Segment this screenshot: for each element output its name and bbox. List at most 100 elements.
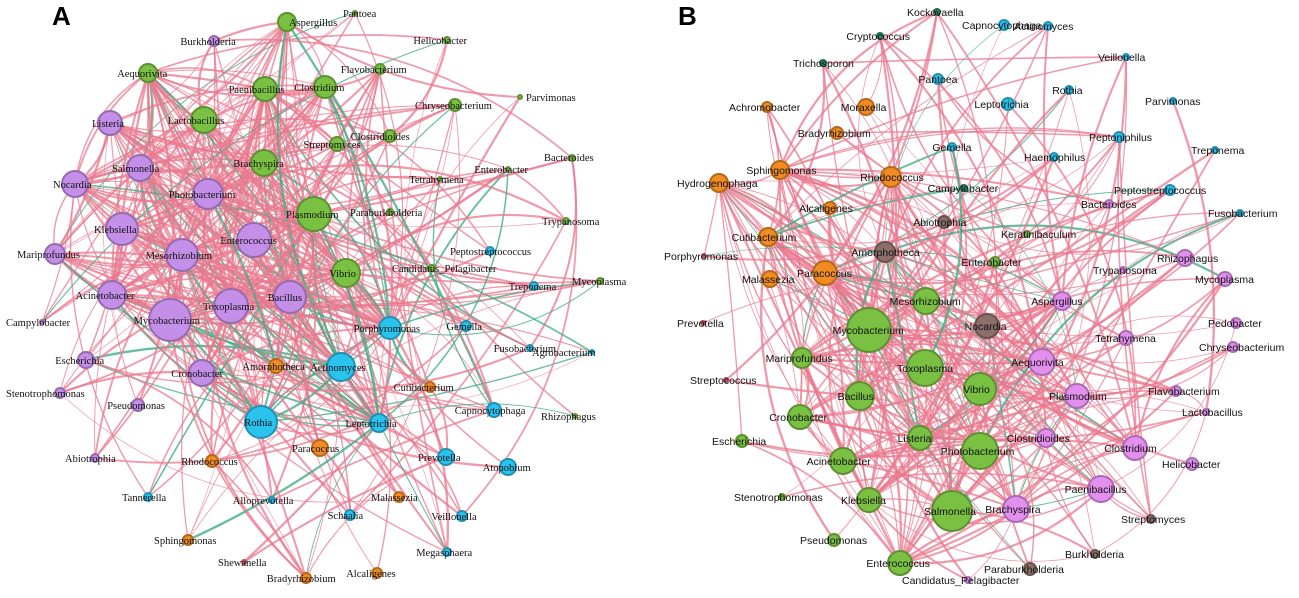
network-node-pseudomonas <box>827 533 841 547</box>
node-label-stenotrophomonas: Stenotrophomonas <box>734 492 823 504</box>
network-edge <box>181 254 262 423</box>
node-label-keratinibaculum: Keratinibaculum <box>1001 229 1077 241</box>
network-edge <box>264 88 347 274</box>
network-node-cryptococcus <box>876 32 884 40</box>
network-edge <box>230 296 531 349</box>
network-edge <box>345 272 467 327</box>
node-label-streptomyces: Streptomyces <box>303 140 360 151</box>
network-node-leptotrichia <box>1001 97 1015 111</box>
network-edge <box>313 213 380 424</box>
network-node-abiotrophia <box>90 453 100 463</box>
network-node-mycoplasma <box>1217 271 1233 287</box>
network-edge <box>94 386 431 464</box>
network-edge <box>431 267 576 417</box>
network-edge <box>109 122 380 424</box>
network-edge <box>260 327 391 423</box>
network-edge <box>147 72 495 411</box>
network-edge <box>121 228 380 424</box>
network-edge <box>313 213 531 349</box>
node-label-alcaligenes: Alcaligenes <box>346 569 396 580</box>
network-edge <box>139 104 456 169</box>
network-edge <box>884 251 1063 302</box>
network-edge <box>109 122 307 579</box>
network-edge <box>230 305 431 388</box>
node-label-rhizophagus: Rhizophagus <box>541 412 596 423</box>
network-edge <box>260 213 315 423</box>
network-edge <box>801 357 953 512</box>
node-label-rhodococcus: Rhodococcus <box>181 457 238 468</box>
network-node-brachyspira <box>1002 495 1030 523</box>
network-edge <box>1015 447 1136 510</box>
network-edge <box>147 69 326 88</box>
node-label-salmonella: Salmonella <box>112 164 160 175</box>
node-label-bacteroides: Bacteroides <box>544 153 594 164</box>
node-label-clostridium: Clostridium <box>1104 443 1157 455</box>
network-edge <box>345 272 450 553</box>
network-node-rothia <box>1064 85 1074 95</box>
network-node-actinomyces <box>326 352 356 382</box>
network-edge <box>230 285 535 309</box>
node-label-brachyspira: Brachyspira <box>233 159 284 170</box>
node-label-rhizophagus: Rhizophagus <box>1157 253 1218 265</box>
node-label-pantoea: Pantoea <box>918 74 957 86</box>
node-label-megasphaera: Megasphaera <box>416 548 472 559</box>
node-label-clostridioides: Clostridioides <box>1007 433 1070 445</box>
network-edge <box>461 157 578 517</box>
network-node-bradyrhizobium <box>830 126 844 140</box>
node-label-peptostreptococcus: Peptostreptococcus <box>1114 185 1206 197</box>
network-edge <box>779 168 1043 363</box>
node-label-mesorhizobium: Mesorhizobium <box>890 296 961 308</box>
node-label-pedobacter: Pedobacter <box>1208 318 1262 330</box>
node-label-klebsiella: Klebsiella <box>841 495 886 507</box>
network-edge <box>718 182 844 462</box>
network-edge <box>305 456 447 579</box>
node-label-kockovaella: Kockovaella <box>907 7 964 19</box>
network-node-photobacterium <box>961 432 999 470</box>
network-node-campylobacter <box>960 184 968 192</box>
network-edge <box>111 119 205 296</box>
network-edge <box>868 25 1049 331</box>
network-edge <box>1041 361 1102 490</box>
node-label-bacillus: Bacillus <box>838 391 874 403</box>
network-node-achromobacter <box>761 101 773 113</box>
network-edge <box>1041 278 1226 363</box>
network-edge <box>529 157 577 349</box>
network-node-paenibacillus <box>252 76 278 102</box>
network-node-cutibacterium <box>424 381 436 393</box>
network-edge <box>271 409 495 501</box>
panel-b-labels: KockovaellaCryptococcusCapnocytophagaAct… <box>664 7 1284 587</box>
network-edge <box>767 136 1120 244</box>
network-edge <box>74 183 232 307</box>
network-node-clostridioides <box>383 129 397 143</box>
panel-a-nodes <box>39 10 604 584</box>
network-node-cutibacterium <box>758 227 778 247</box>
node-label-parvimonas: Parvimonas <box>526 93 576 104</box>
network-edge <box>253 239 380 424</box>
node-label-cutibacterium: Cutibacterium <box>732 232 797 244</box>
node-label-mariprofundus: Mariprofundus <box>17 250 80 261</box>
network-node-parvimonas <box>517 94 523 100</box>
network-edge <box>767 236 1127 345</box>
network-edge <box>801 300 1063 359</box>
network-edge <box>213 38 573 159</box>
network-node-alcaligenes <box>371 567 383 579</box>
network-node-stenotrophomonas <box>778 493 786 501</box>
network-node-clostridium <box>1122 435 1148 461</box>
network-edge <box>767 236 804 359</box>
node-label-burkholderia: Burkholderia <box>180 37 236 48</box>
node-label-malassezia: Malassezia <box>742 274 795 286</box>
network-edge <box>779 56 1127 171</box>
network-edge <box>842 395 1078 462</box>
network-edge <box>245 21 288 241</box>
network-node-rhizophagus <box>572 413 578 419</box>
network-node-paracoccus <box>812 260 838 286</box>
network-node-vibrio <box>331 258 361 288</box>
network-edge <box>801 343 1043 363</box>
network-edge <box>181 88 266 256</box>
network-edge <box>378 168 509 424</box>
network-edge <box>1100 322 1237 490</box>
network-node-helicobacter <box>443 36 451 44</box>
network-node-aequorivita <box>1028 348 1056 376</box>
